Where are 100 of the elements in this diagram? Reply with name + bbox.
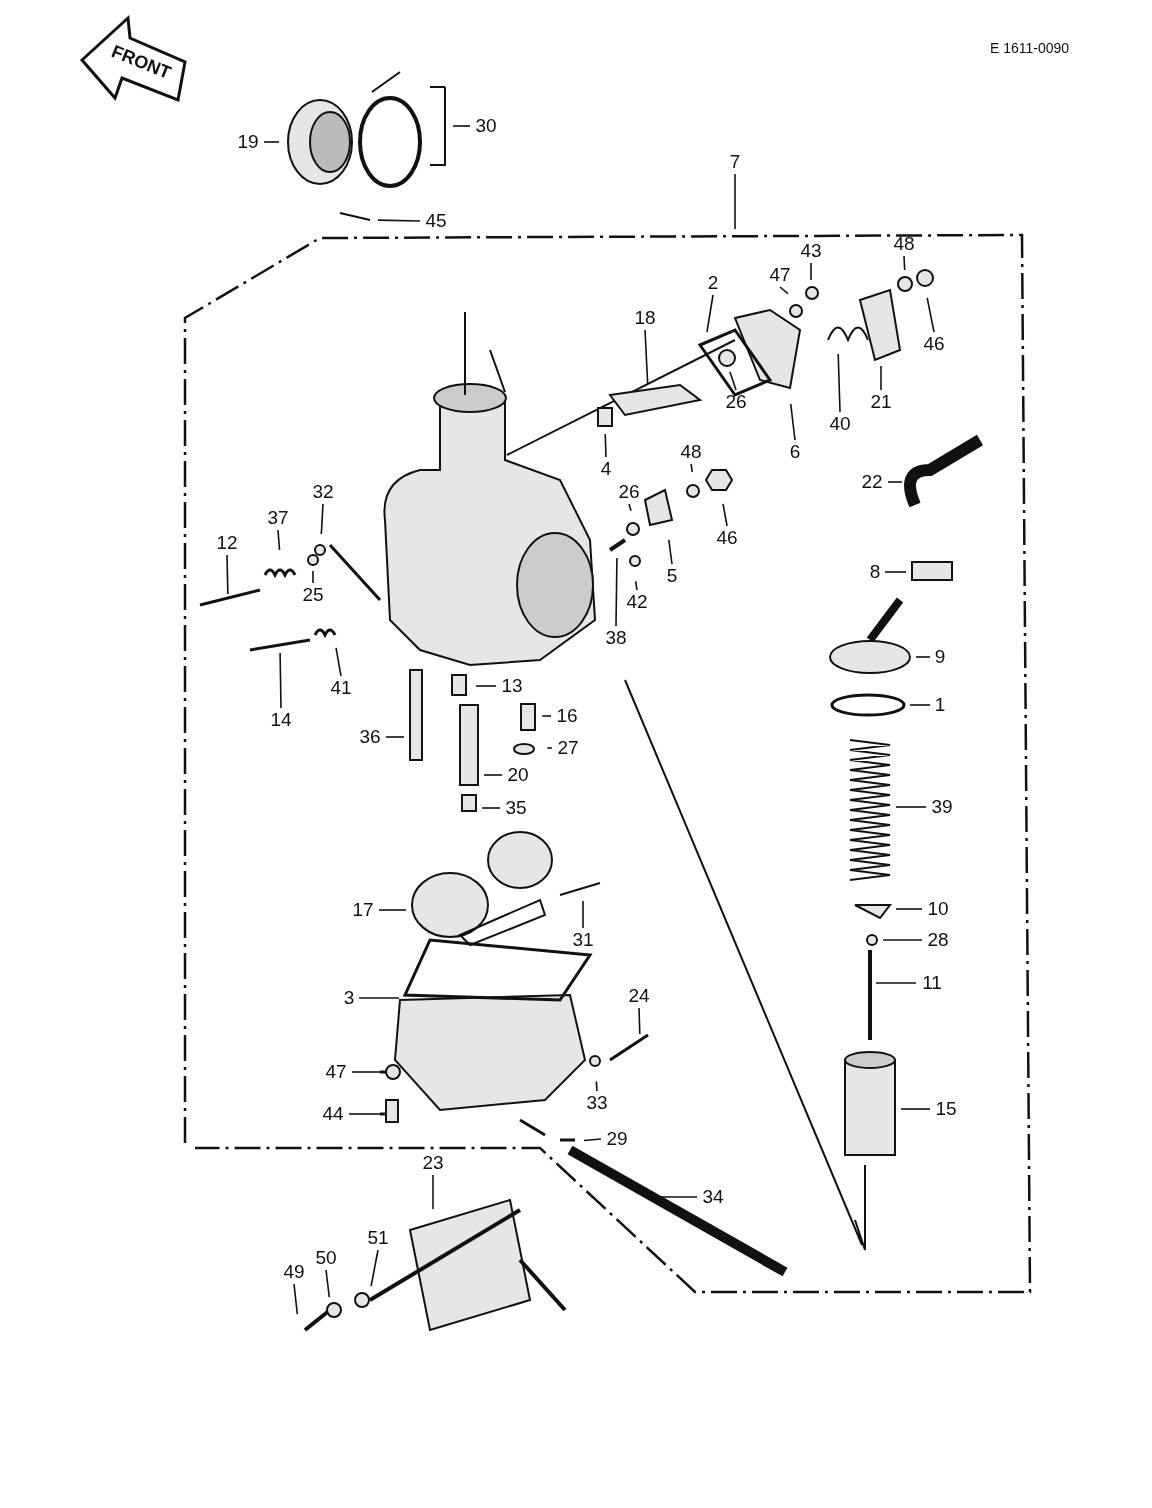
- leader-line: [541, 715, 552, 717]
- callout-number: 16: [556, 706, 578, 726]
- leader-line: [351, 1071, 381, 1073]
- leader-line: [615, 557, 618, 627]
- callout-number: 25: [302, 585, 324, 605]
- leader-line: [595, 1080, 598, 1092]
- callout-number: 32: [312, 482, 334, 502]
- leader-line: [320, 503, 324, 535]
- leader-line: [483, 774, 503, 776]
- leader-line: [810, 262, 812, 281]
- leader-line: [638, 1007, 641, 1035]
- leader-line: [895, 908, 923, 910]
- leader-line: [722, 503, 728, 527]
- leader-line: [582, 900, 584, 929]
- leader-line: [900, 1108, 931, 1110]
- leader-line: [452, 125, 471, 127]
- leader-line: [915, 656, 931, 658]
- leader-line: [263, 141, 280, 143]
- leader-line: [279, 652, 282, 709]
- callout-number: 50: [315, 1248, 337, 1268]
- callout-number: 24: [628, 986, 650, 1006]
- callout-number: 12: [216, 533, 238, 553]
- leader-line: [604, 433, 607, 458]
- leader-line: [475, 685, 497, 687]
- callout-number: 10: [927, 899, 949, 919]
- leader-line: [277, 529, 281, 551]
- drawing-code: E 1611-0090: [990, 40, 1070, 56]
- leader-line: [377, 219, 421, 222]
- callout-number: 21: [870, 392, 892, 412]
- leader-line: [875, 982, 917, 984]
- leader-line: [546, 747, 553, 749]
- callout-number: 3: [343, 988, 355, 1008]
- leader-line: [690, 463, 694, 473]
- leader-line: [358, 997, 400, 999]
- leader-line: [789, 403, 796, 441]
- leader-line: [779, 286, 789, 295]
- callout-number: 14: [270, 710, 292, 730]
- callout-number: 46: [716, 528, 738, 548]
- callout-number: 47: [769, 265, 791, 285]
- leader-line: [634, 580, 638, 591]
- callout-number: 35: [505, 798, 527, 818]
- callout-number: 5: [666, 566, 678, 586]
- callout-number: 36: [359, 727, 381, 747]
- callout-number: 26: [725, 392, 747, 412]
- callout-number: 30: [475, 116, 497, 136]
- leader-line: [481, 807, 501, 809]
- leader-line: [325, 1269, 331, 1298]
- callout-number: 4: [600, 459, 612, 479]
- callout-number: 38: [605, 628, 627, 648]
- leader-line: [432, 1174, 434, 1210]
- callout-number: 17: [352, 900, 374, 920]
- callout-number: 43: [800, 241, 822, 261]
- leader-line: [729, 370, 737, 391]
- callout-number: 49: [283, 1262, 305, 1282]
- leader-line: [370, 1249, 379, 1287]
- callout-number: 33: [586, 1093, 608, 1113]
- leader-line: [644, 329, 649, 385]
- leader-line: [895, 806, 927, 808]
- callout-number: 19: [237, 132, 259, 152]
- callout-number: 27: [557, 738, 579, 758]
- callout-number: 2: [707, 273, 719, 293]
- callout-number: 46: [923, 334, 945, 354]
- callout-number: 8: [869, 562, 881, 582]
- callout-number: 13: [501, 676, 523, 696]
- leader-line: [293, 1283, 299, 1315]
- leader-line: [837, 353, 841, 413]
- leader-line: [583, 1138, 602, 1142]
- callout-number: 11: [922, 973, 942, 993]
- leader-line: [628, 503, 632, 512]
- leader-line: [926, 297, 935, 333]
- callout-number: 47: [325, 1062, 347, 1082]
- callout-number: 29: [606, 1129, 628, 1149]
- leader-line: [884, 571, 907, 573]
- callout-number: 20: [507, 765, 529, 785]
- callout-number: 18: [634, 308, 656, 328]
- callout-number: 1: [934, 695, 946, 715]
- leader-line: [378, 909, 407, 911]
- callout-number: 37: [267, 508, 289, 528]
- callout-number: 40: [829, 414, 851, 434]
- callout-number: 6: [789, 442, 801, 462]
- callout-number: 26: [618, 482, 640, 502]
- leader-line: [909, 704, 931, 706]
- leader-line: [706, 294, 714, 333]
- leader-line: [880, 365, 882, 391]
- leader-line: [312, 570, 314, 584]
- callout-number: 41: [330, 678, 352, 698]
- callout-number: 31: [572, 930, 594, 950]
- leader-line: [668, 539, 673, 565]
- callout-number: 45: [425, 211, 447, 231]
- callout-number: 22: [861, 472, 883, 492]
- callout-number: 23: [422, 1153, 444, 1173]
- leader-line: [882, 939, 923, 941]
- leader-line: [335, 647, 342, 677]
- leader-line: [226, 554, 229, 595]
- callout-number: 34: [702, 1187, 724, 1207]
- callout-number: 44: [322, 1104, 344, 1124]
- leader-line: [385, 736, 405, 738]
- leader-line: [887, 481, 903, 483]
- callout-number: 51: [367, 1228, 389, 1248]
- leader-line: [903, 255, 906, 271]
